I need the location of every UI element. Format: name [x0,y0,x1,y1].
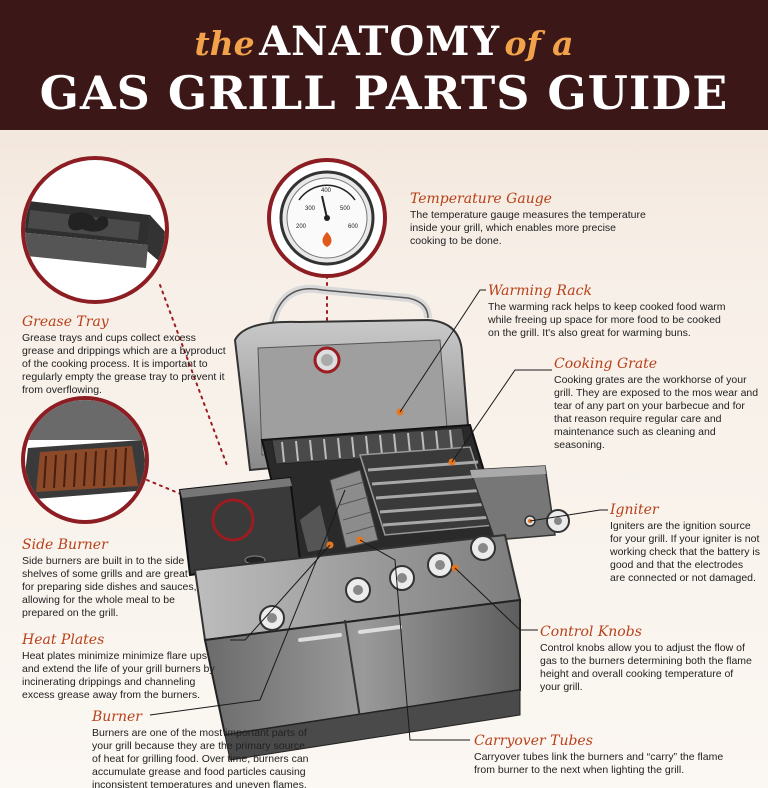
grease-tray-title: Grease Tray [22,314,109,330]
side-burner-title: Side Burner [22,537,108,553]
title-word-anatomy: ANATOMY [259,18,501,65]
title-word-of-a: of a [504,24,574,63]
cooking-grate-text: Cooking grates are the workhorse of your… [554,374,759,451]
temperature-gauge-callout: 300 400 500 200 600 [267,158,387,346]
burner-title: Burner [92,709,142,725]
warming-rack-label: Warming Rack The warming rack helps to k… [488,283,728,340]
control-knobs-text: Control knobs allow you to adjust the fl… [540,642,752,693]
heat-plates-title: Heat Plates [22,632,105,648]
gauge-scale-400: 400 [321,188,332,194]
burner-label: Burner Burners are one of the most impor… [92,709,314,788]
burner-text: Burners are one of the most important pa… [92,727,309,788]
leader-lines [149,289,608,741]
warming-rack-text: The warming rack helps to keep cooked fo… [488,301,726,339]
control-knobs-title: Control Knobs [540,624,642,640]
temperature-gauge-text: The temperature gauge measures the tempe… [410,209,646,247]
gauge-scale-500: 500 [340,206,351,212]
igniter-text: Igniters are the ignition source for you… [610,520,760,584]
grease-tray-text: Grease trays and cups collect excess gre… [22,332,226,396]
side-burner-label: Side Burner Side burners are built in to… [22,537,202,620]
gauge-scale-600: 600 [348,224,359,230]
heat-plates-text: Heat plates minimize minimize flare ups … [22,650,215,701]
igniter-title: Igniter [610,502,659,518]
title-line-1: the ANATOMY of a [0,18,768,65]
gauge-scale-300: 300 [305,206,316,212]
grill-side-shelves [178,465,556,577]
control-knobs-label: Control Knobs Control knobs allow you to… [540,624,755,694]
header-banner: the ANATOMY of a GAS GRILL PARTS GUIDE [0,0,768,130]
carryover-tubes-label: Carryover Tubes Carryover tubes link the… [474,733,734,777]
heat-plates-label: Heat Plates Heat plates minimize minimiz… [22,632,222,702]
grill-body [193,509,570,761]
carryover-tubes-title: Carryover Tubes [474,733,593,749]
side-burner-text: Side burners are built in to the side sh… [22,555,197,619]
igniter-label: Igniter Igniters are the ignition source… [610,502,760,585]
grease-tray-callout [21,156,229,469]
cooking-grate-title: Cooking Grate [554,356,658,372]
grease-tray-label: Grease Tray Grease trays and cups collec… [22,314,227,397]
carryover-tubes-text: Carryover tubes link the burners and “ca… [474,751,724,776]
title-word-the: the [194,24,255,63]
cooking-grate-label: Cooking Grate Cooking grates are the wor… [554,356,759,452]
temperature-gauge-title: Temperature Gauge [410,191,552,207]
grill-firebox [260,408,507,562]
title-line-2: GAS GRILL PARTS GUIDE [39,66,729,120]
temperature-gauge-label: Temperature Gauge The temperature gauge … [410,191,655,248]
flame-icon [322,232,332,247]
warming-rack-title: Warming Rack [488,283,592,299]
gauge-scale-200: 200 [296,224,307,230]
